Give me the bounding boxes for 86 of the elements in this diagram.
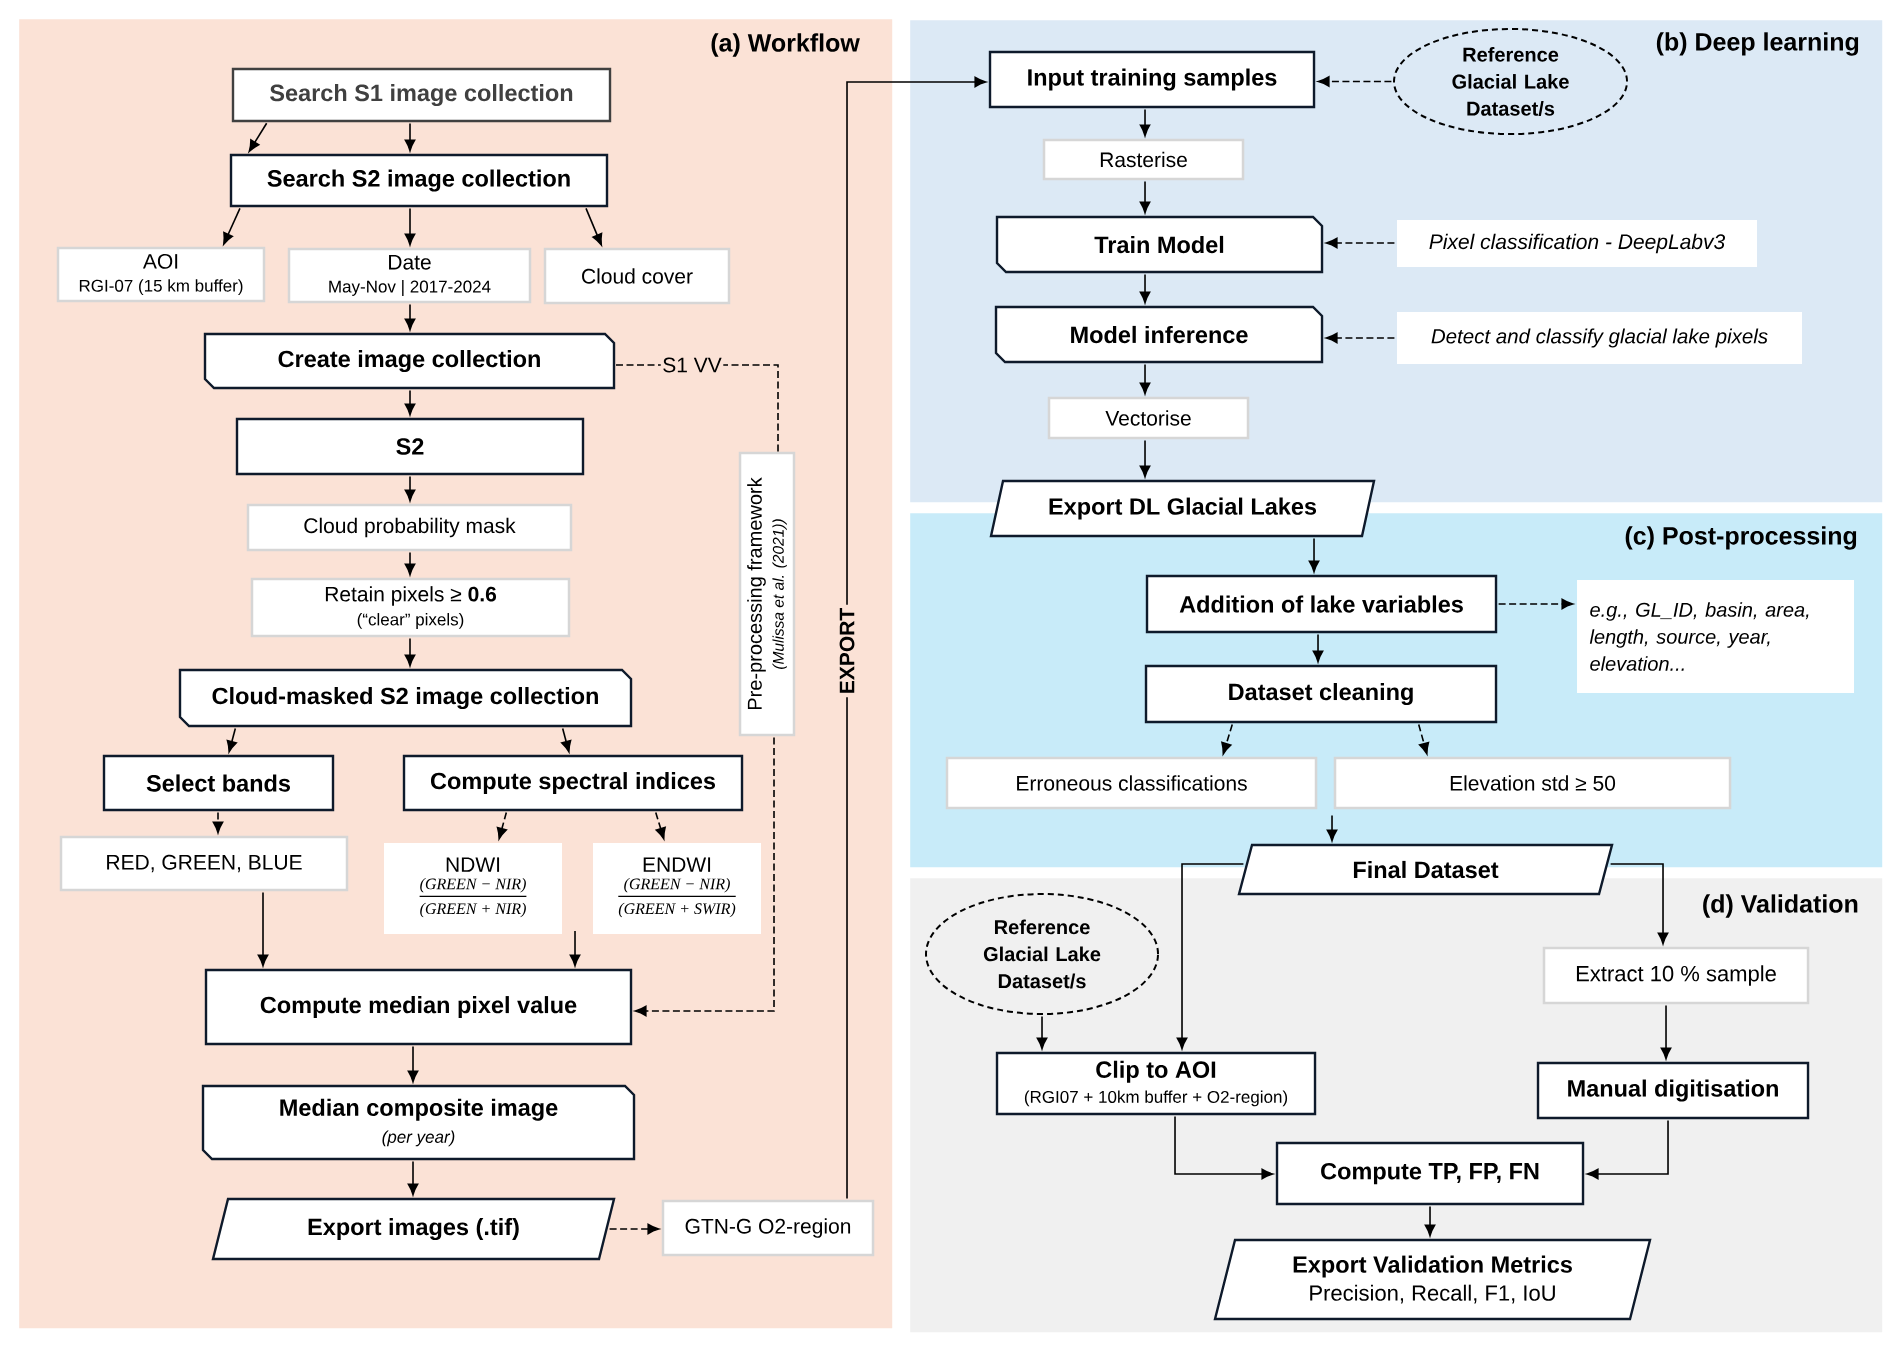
arrow <box>1174 1115 1274 1180</box>
arrow <box>1660 1004 1672 1060</box>
note-box: e.g., GL_ID, basin, area, length, source, year, elevation... <box>1577 580 1854 693</box>
arrow <box>846 76 987 1200</box>
dashed-arrow <box>634 736 775 1017</box>
dashed-arrow <box>1317 76 1393 87</box>
text-box: Cloud cover <box>543 247 731 305</box>
process-box: Clip to AOI (RGI07 + 10km buffer + O2-region) <box>995 1051 1317 1116</box>
process-box: Compute median pixel value <box>204 968 633 1046</box>
arrow <box>1139 108 1151 137</box>
arrow <box>1609 863 1669 945</box>
arrow <box>1424 1205 1436 1237</box>
text-box: AOI RGI-07 (15 km buffer) <box>56 246 266 303</box>
arrow <box>248 122 268 152</box>
arrow <box>561 727 572 753</box>
process-box: Compute TP, FP, FN <box>1275 1141 1585 1206</box>
arrow <box>223 207 241 245</box>
arrow <box>404 475 416 502</box>
text-box: GTN-G O2-region <box>661 1199 875 1257</box>
arrow <box>1176 863 1245 1050</box>
arrow <box>407 1045 419 1083</box>
note-box: Detect and classify glacial lake pixels <box>1397 312 1802 364</box>
text-box: Erroneous classifications <box>945 756 1318 810</box>
arrow <box>226 727 237 753</box>
arrow <box>1308 537 1320 573</box>
arrow <box>407 1160 419 1196</box>
dashed-arrow <box>1325 237 1396 249</box>
arrow <box>404 637 416 667</box>
panel-title: (d) Validation <box>1703 894 1858 918</box>
text-box: Extract 10 % sample <box>1542 946 1810 1005</box>
process-box: Input training samples <box>988 50 1316 109</box>
parallelogram-box: Export images (.tif) <box>211 1197 616 1261</box>
text-box: Date May-Nov | 2017-2024 <box>287 247 532 304</box>
text-box: RED, GREEN, BLUE <box>59 835 349 892</box>
arrow <box>404 389 416 416</box>
arrow <box>404 122 416 152</box>
formula-box: ENDWI (GREEN − NIR) (GREEN + SWIR) <box>593 843 761 934</box>
arrow <box>404 207 416 246</box>
process-box: Dataset cleaning <box>1144 664 1498 724</box>
arrow <box>1586 1119 1669 1180</box>
arrow <box>1139 439 1151 478</box>
panel-title: (a) Workflow <box>711 33 860 57</box>
arrow <box>1139 180 1151 214</box>
snipped-box: Median composite image (per year) <box>201 1084 636 1161</box>
dashed-arrow <box>212 811 224 834</box>
snipped-box: Model inference <box>994 305 1324 364</box>
snipped-box: Create image collection <box>203 332 616 390</box>
arrow <box>404 303 416 331</box>
dashed-arrow <box>1325 332 1396 344</box>
arrow <box>1312 633 1324 663</box>
text-box: Pre-processing framework (Mulissa et al. (2021)) <box>738 451 796 737</box>
process-box: Addition of lake variables <box>1145 574 1498 634</box>
process-box: Compute spectral indices <box>402 754 744 812</box>
text-box: Vectorise <box>1047 396 1250 440</box>
note-box: Pixel classification - DeepLabv3 <box>1397 220 1757 267</box>
dashed-arrow <box>608 1223 660 1235</box>
arrow <box>1036 1015 1048 1050</box>
arrow <box>1139 273 1151 304</box>
parallelogram-box: Export Validation Metrics Precision, Recall, F1, IoU <box>1213 1238 1652 1321</box>
dashed-arrow <box>1221 723 1234 755</box>
panel-title: (b) Deep learning <box>1656 32 1859 56</box>
arrow <box>1326 814 1338 842</box>
snipped-box: Train Model <box>995 215 1324 274</box>
dashed-arrow <box>496 811 508 840</box>
parallelogram-box: Final Dataset <box>1237 843 1614 896</box>
snipped-box: Cloud-masked S2 image collection <box>178 668 633 728</box>
arrow <box>257 891 269 967</box>
process-box: S2 <box>235 417 585 476</box>
text-box: Cloud probability mask <box>246 503 573 552</box>
text-box: Elevation std ≥ 50 <box>1333 756 1732 810</box>
arrow <box>585 207 603 246</box>
dashed-arrow <box>1417 723 1430 755</box>
dashed-arrow <box>1497 598 1574 610</box>
process-box: Search S2 image collection <box>229 153 609 208</box>
formula-box: NDWI (GREEN − NIR) (GREEN + NIR) <box>384 843 562 934</box>
text-box: Retain pixels ≥ 0.6 (“clear” pixels) <box>250 577 571 638</box>
edge-label: S1 VV <box>660 356 724 374</box>
parallelogram-box: Export DL Glacial Lakes <box>989 479 1376 538</box>
arrow <box>404 551 416 576</box>
process-box: Manual digitisation <box>1536 1061 1810 1120</box>
process-box: Select bands <box>102 754 335 812</box>
arrow <box>1139 363 1151 395</box>
process-box: Search S1 image collection <box>231 67 612 123</box>
text-box: Rasterise <box>1042 138 1245 181</box>
panel-title: (c) Post-processing <box>1625 526 1857 550</box>
dashed-arrow <box>654 811 666 840</box>
